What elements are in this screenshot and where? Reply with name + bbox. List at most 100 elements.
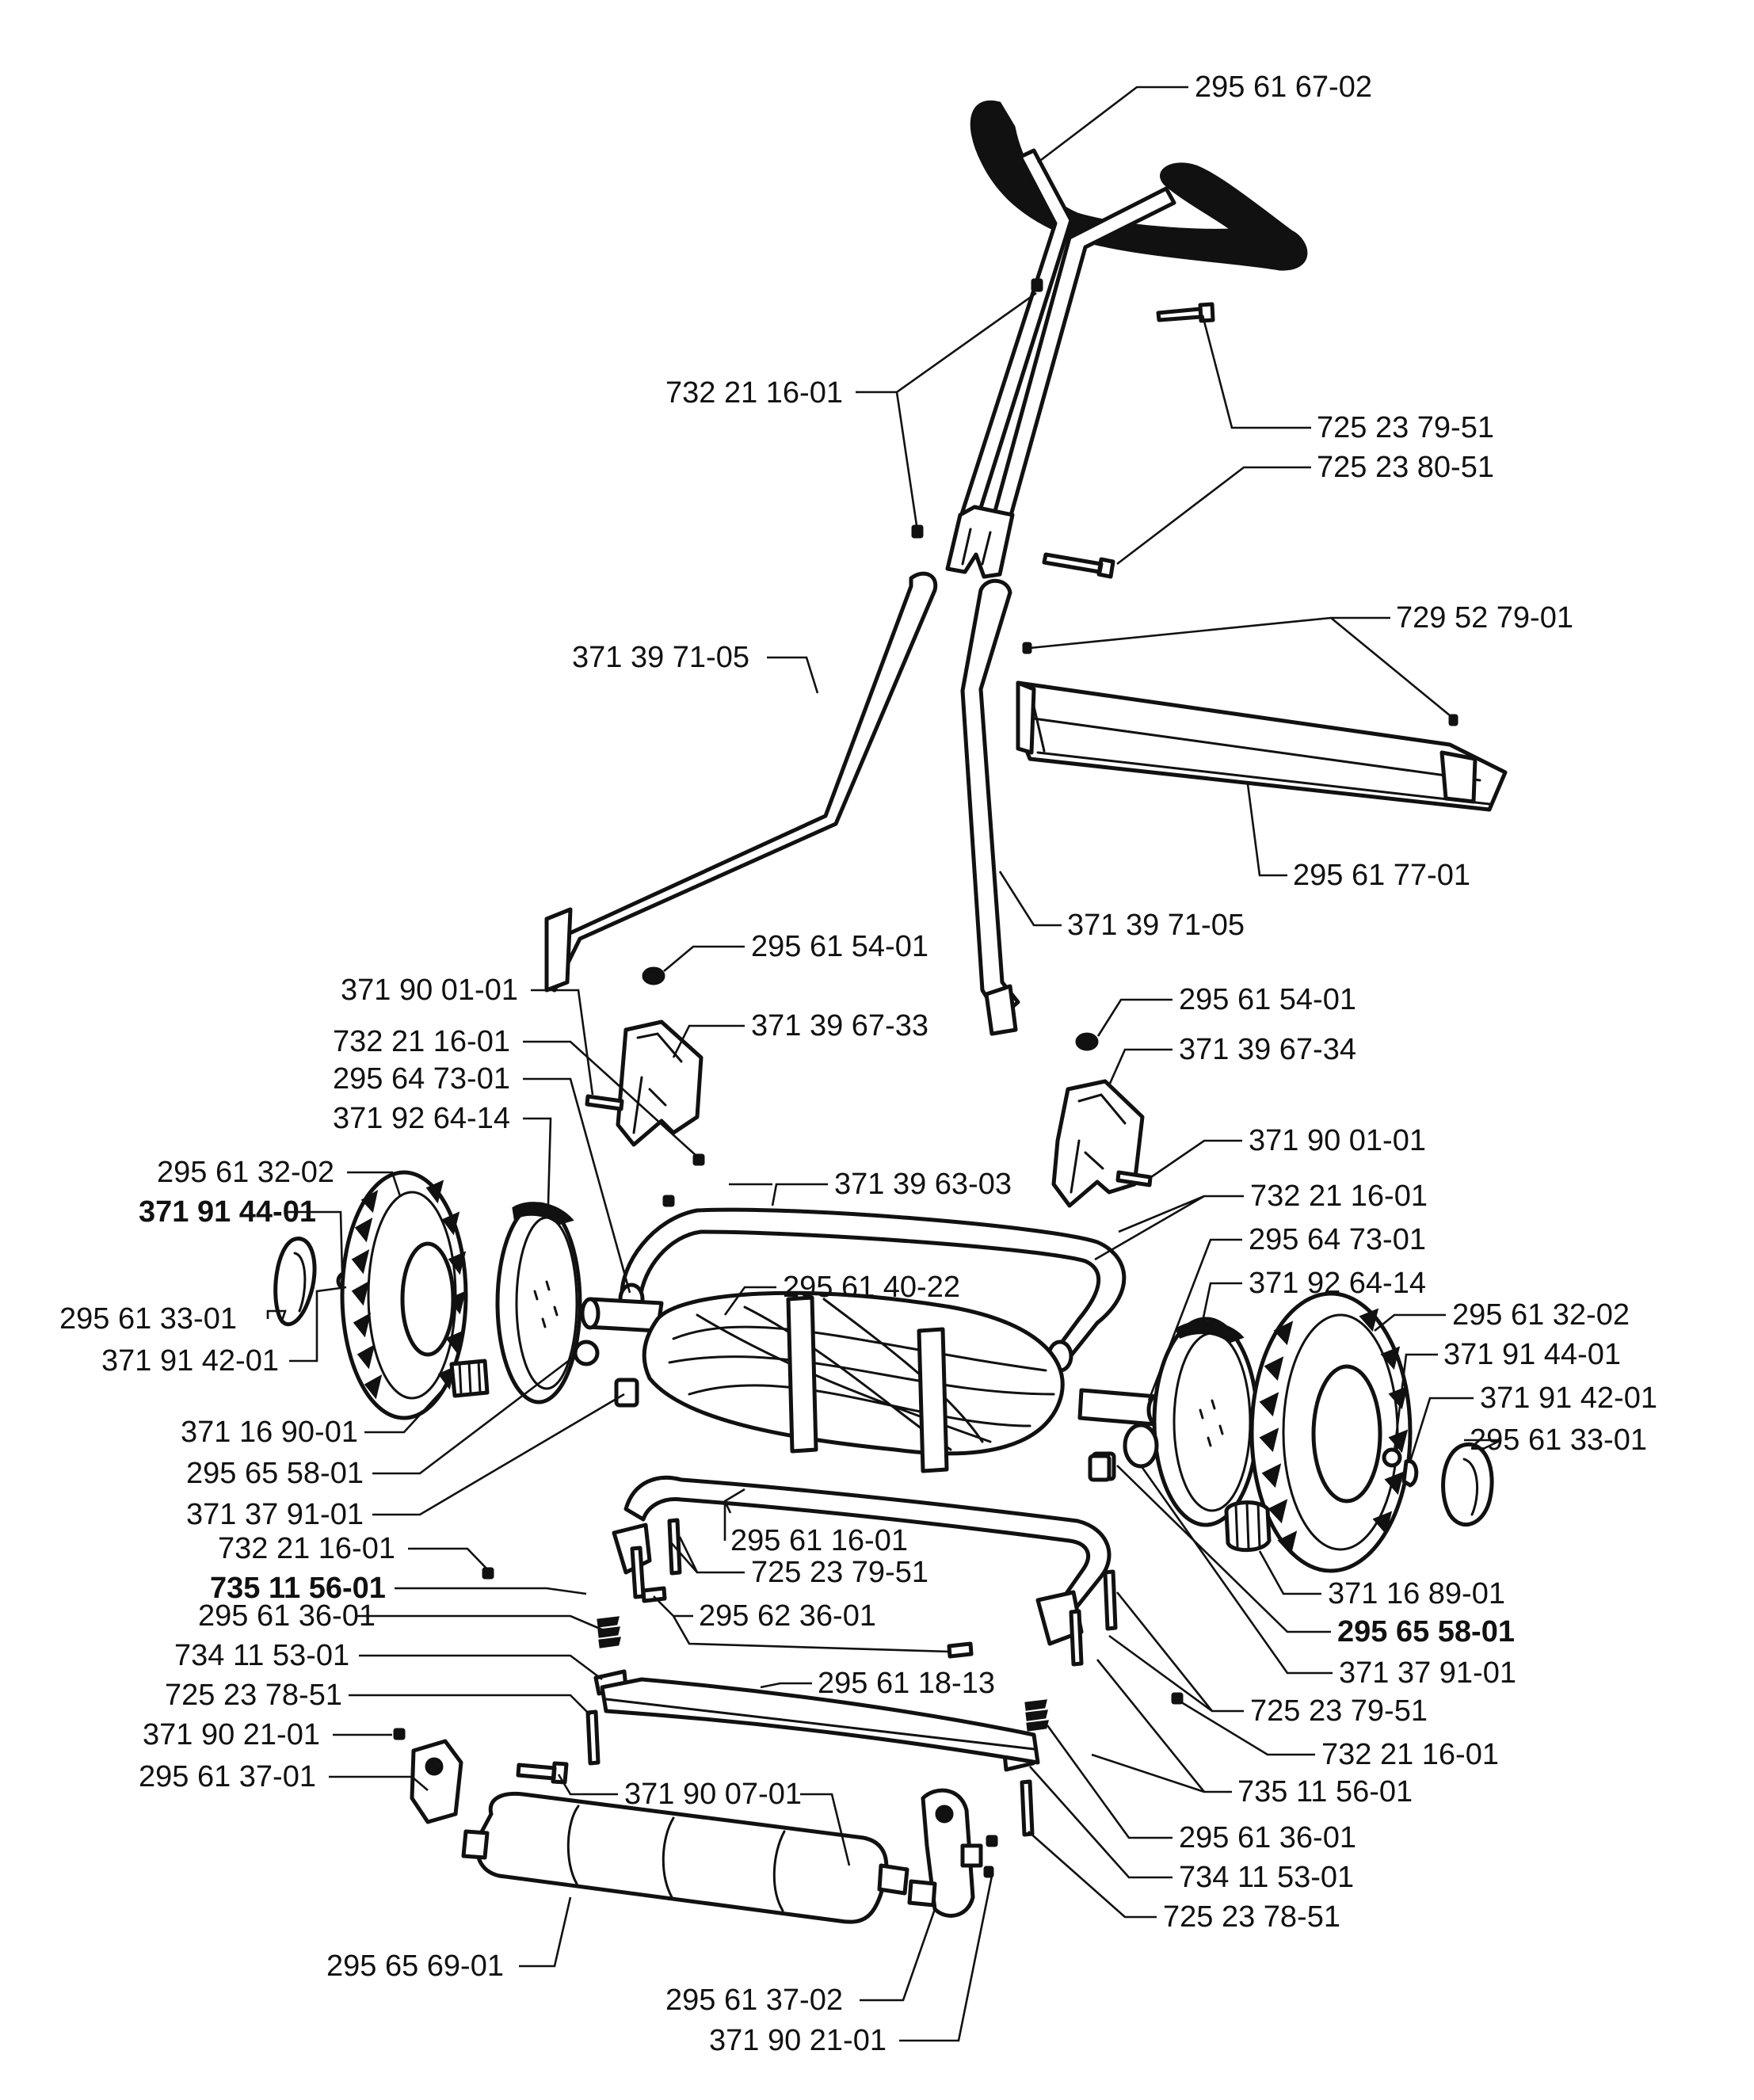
leader-16	[523, 1117, 552, 1205]
label-8: 371 39 71-05	[1067, 909, 1245, 942]
label-16: 371 92 64-14	[333, 1102, 510, 1135]
label-54: 725 23 78-51	[1163, 1900, 1340, 1934]
spring-right	[1024, 1699, 1049, 1732]
label-36: 725 23 79-51	[751, 1556, 928, 1589]
leader-41	[357, 1614, 604, 1632]
clip-left	[641, 1586, 667, 1603]
roller	[475, 1791, 889, 1924]
leader-15	[523, 1077, 631, 1294]
left-wheel-cap-inner	[293, 1252, 307, 1313]
leader-24	[1201, 1282, 1242, 1322]
bed-frame	[623, 1475, 1112, 1610]
leader-6	[767, 656, 819, 694]
label-11: 371 39 67-33	[751, 1009, 928, 1042]
leader-13	[523, 1040, 698, 1157]
leader-55	[519, 1896, 572, 1968]
label-20: 732 21 16-01	[1250, 1180, 1428, 1213]
label-30: 371 91 42-01	[1480, 1382, 1657, 1415]
label-46: 725 23 78-51	[165, 1679, 342, 1712]
label-22: 295 64 73-01	[1249, 1223, 1426, 1256]
leader-34	[723, 1488, 745, 1541]
leader-12	[1096, 998, 1173, 1037]
reel-assembly	[580, 1290, 1167, 1481]
bolt-frame-right-a	[1069, 1609, 1084, 1667]
reel-spider-left	[786, 1295, 818, 1454]
right-bushing	[1088, 1454, 1112, 1482]
handle-grip	[970, 100, 1308, 271]
leader-52	[1046, 1725, 1173, 1839]
label-1: 295 61 67-02	[1195, 71, 1372, 104]
label-14: 371 39 67-34	[1179, 1033, 1356, 1066]
grass-deflector	[1016, 680, 1508, 812]
leader-30	[1409, 1397, 1474, 1462]
deflector-tab-left	[1016, 680, 1036, 755]
label-48: 371 90 21-01	[143, 1718, 320, 1751]
label-15: 295 64 73-01	[333, 1062, 510, 1096]
leader-50	[329, 1775, 429, 1791]
leader-33	[372, 1393, 625, 1516]
leader-9	[663, 945, 745, 972]
lower-tube-left-end	[544, 907, 573, 993]
label-37: 371 16 89-01	[1328, 1577, 1505, 1610]
label-2: 732 21 16-01	[665, 376, 843, 410]
nut-roller-right	[983, 1866, 994, 1878]
nut-left-2	[662, 1195, 675, 1207]
leader-21	[285, 1210, 344, 1275]
left-wheel-tread	[351, 1180, 467, 1400]
leader-23	[723, 1286, 776, 1316]
left-wheel-group	[273, 1170, 600, 1420]
reel-spider-right	[917, 1327, 949, 1473]
right-wheel-tread	[1259, 1308, 1409, 1556]
label-17: 371 90 01-01	[1249, 1124, 1426, 1157]
lower-tube-right	[960, 578, 1020, 1020]
nut-left-1	[692, 1153, 705, 1166]
leader-49	[1091, 1659, 1232, 1793]
nut-upper	[1031, 278, 1043, 292]
nut-bedknife-left	[393, 1728, 406, 1740]
label-3: 725 23 79-51	[1317, 411, 1494, 444]
bolt-bedknife-left	[585, 1709, 601, 1766]
leader-27	[289, 1286, 347, 1363]
bolt-bedknife-right	[1020, 1779, 1035, 1837]
label-7: 295 61 77-01	[1293, 859, 1470, 892]
label-4: 725 23 80-51	[1317, 451, 1494, 484]
right-gear-cover	[1152, 1317, 1260, 1527]
label-28: 371 91 44-01	[1443, 1338, 1621, 1371]
knob-right	[1075, 1032, 1099, 1051]
side-bracket-right-detail	[1070, 1093, 1127, 1194]
label-47: 732 21 16-01	[1321, 1738, 1499, 1771]
leader-20	[1094, 1195, 1244, 1261]
label-45: 725 23 79-51	[1250, 1694, 1428, 1728]
left-gear-cover-holes	[533, 1280, 559, 1328]
bedknife-assembly	[393, 1475, 1184, 1847]
bolt-lower	[1042, 552, 1115, 579]
left-wheel-hub	[400, 1241, 456, 1357]
roller-assembly	[410, 1739, 994, 1924]
left-gear-cover-top	[512, 1202, 574, 1225]
label-40: 295 65 58-01	[1337, 1615, 1515, 1648]
nut-frame-left	[482, 1567, 494, 1580]
label-27: 371 91 42-01	[101, 1344, 279, 1378]
roller-pin	[516, 1761, 569, 1785]
bedknife	[600, 1677, 1040, 1765]
right-wheel-hub	[1311, 1364, 1382, 1504]
nut-bedknife-right	[986, 1835, 998, 1847]
leader-56	[860, 1908, 936, 2002]
reel-body	[642, 1290, 1065, 1456]
label-21: 371 91 44-01	[139, 1195, 316, 1229]
leader-29	[364, 1378, 454, 1434]
right-wheel-pinion-teeth	[1234, 1502, 1261, 1549]
leader-19	[729, 1183, 828, 1206]
left-gear-cover-ring	[573, 1340, 600, 1366]
leader-11	[672, 1024, 745, 1058]
side-bracket-right	[1051, 1079, 1145, 1208]
leader-45	[1108, 1591, 1244, 1713]
side-bracket-left	[616, 1020, 704, 1147]
leader-44	[760, 1682, 812, 1689]
leader-17	[1148, 1139, 1242, 1180]
label-6: 371 39 71-05	[572, 641, 749, 674]
right-gear-cover-top	[1175, 1321, 1245, 1343]
leader-lines	[266, 86, 1502, 2042]
reel-bearing-left	[614, 1378, 639, 1408]
leader-40	[1116, 1465, 1331, 1633]
